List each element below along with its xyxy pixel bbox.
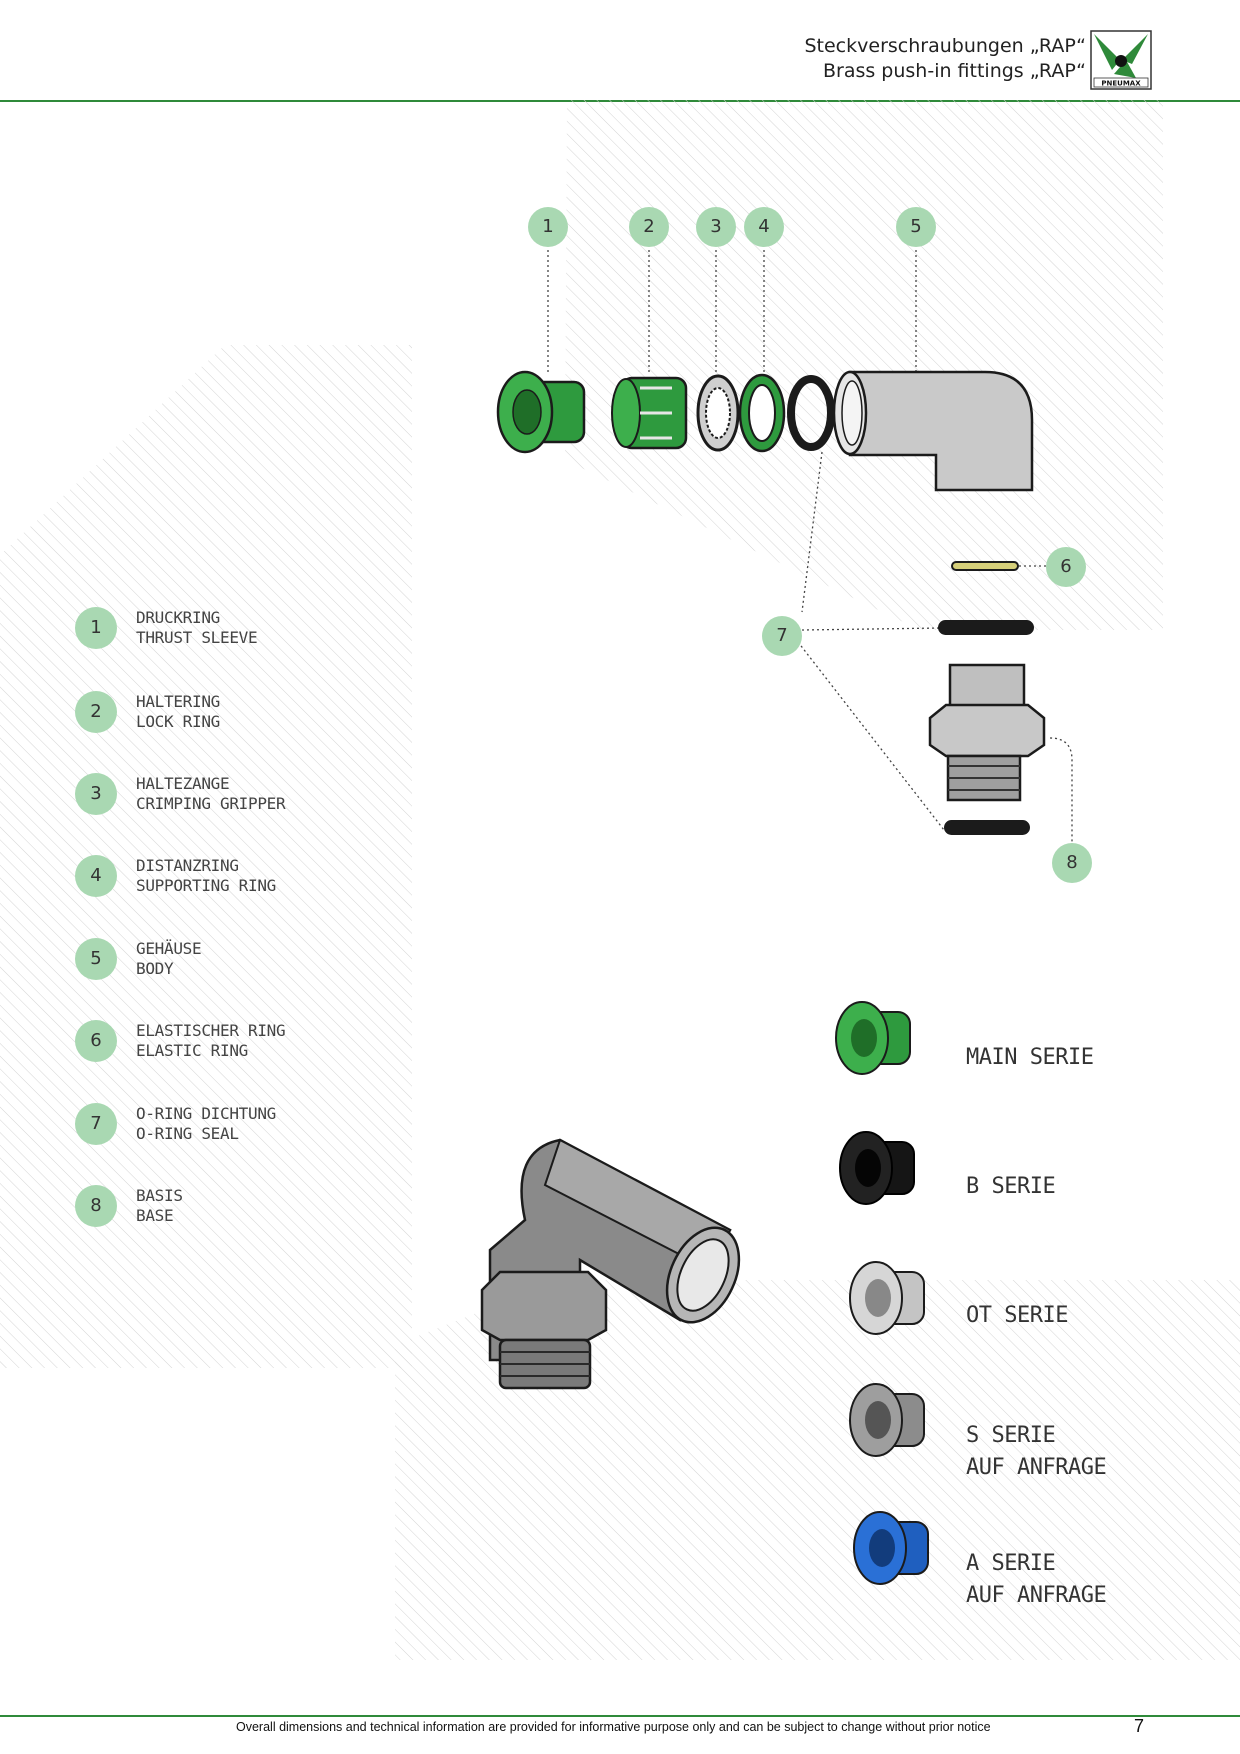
series-label-ot: OT SERIE [966, 1300, 1068, 1332]
footer-disclaimer: Overall dimensions and technical informa… [236, 1720, 991, 1734]
pneumax-logo: PNEUMAX [1090, 30, 1152, 90]
legend-label-en: CRIMPING GRIPPER [136, 794, 286, 813]
assembled-fitting-image [480, 1138, 741, 1390]
body-part [832, 370, 1034, 492]
series-availability: AUF ANFRAGE [966, 1455, 1107, 1480]
a-series-sleeve-icon [853, 1511, 929, 1585]
o-ring-lower-part [944, 820, 1030, 835]
series-label-b: B SERIE [966, 1171, 1056, 1203]
series-label-s: S SERIE AUF ANFRAGE [966, 1420, 1107, 1484]
s-series-sleeve-icon [849, 1383, 925, 1457]
legend-label-de: DRUCKRING [136, 608, 220, 627]
series-name: A SERIE [966, 1551, 1056, 1576]
legend-label-en: SUPPORTING RING [136, 876, 276, 895]
legend-number: 6 [75, 1020, 117, 1062]
callout-5: 5 [896, 207, 936, 247]
series-availability: AUF ANFRAGE [966, 1583, 1107, 1608]
o-ring-upper-part [938, 620, 1034, 635]
callout-1: 1 [528, 207, 568, 247]
callout-7: 7 [762, 616, 802, 656]
series-name: B SERIE [966, 1174, 1056, 1199]
elastic-ring-part [951, 561, 1019, 571]
legend-label-de: HALTERING [136, 692, 220, 711]
legend-number: 7 [75, 1103, 117, 1145]
lock-ring-part [611, 376, 688, 450]
legend-label-en: BODY [136, 959, 174, 978]
legend-label-de: GEHÄUSE [136, 939, 202, 958]
legend-label-de: DISTANZRING [136, 856, 239, 875]
footer-rule [0, 1715, 1240, 1717]
legend-label-en: ELASTIC RING [136, 1041, 248, 1060]
main-series-sleeve-icon [835, 1001, 911, 1075]
callout-2: 2 [629, 207, 669, 247]
logo-text: PNEUMAX [1101, 80, 1141, 88]
callout-3: 3 [696, 207, 736, 247]
legend-number: 8 [75, 1185, 117, 1227]
callout-4: 4 [744, 207, 784, 247]
series-name: OT SERIE [966, 1303, 1068, 1328]
series-label-a: A SERIE AUF ANFRAGE [966, 1548, 1107, 1612]
header-title-de: Steckverschraubungen „RAP“ [804, 35, 1086, 57]
legend-label-de: ELASTISCHER RING [136, 1021, 286, 1040]
callout-8: 8 [1052, 843, 1092, 883]
series-label-main: MAIN SERIE [966, 1042, 1094, 1074]
header-title: Steckverschraubungen „RAP“ Brass push-in… [804, 34, 1086, 84]
legend-label-en: LOCK RING [136, 712, 220, 731]
legend-label-en: BASE [136, 1206, 174, 1225]
legend-number: 4 [75, 855, 117, 897]
base-part [928, 663, 1046, 802]
supporting-ring-part [738, 373, 786, 453]
b-series-sleeve-icon [839, 1131, 915, 1205]
legend-number: 3 [75, 773, 117, 815]
o-ring-part [787, 375, 835, 451]
legend-number: 5 [75, 938, 117, 980]
legend-label-de: O-RING DICHTUNG [136, 1104, 276, 1123]
crimping-gripper-part [696, 374, 740, 452]
legend-label-de: HALTEZANGE [136, 774, 230, 793]
ot-series-sleeve-icon [849, 1261, 925, 1335]
page-number: 7 [1134, 1716, 1145, 1736]
legend-label-en: O-RING SEAL [136, 1124, 239, 1143]
legend-number: 1 [75, 607, 117, 649]
header-title-en: Brass push-in fittings „RAP“ [822, 60, 1086, 82]
legend-label-en: THRUST SLEEVE [136, 628, 258, 647]
series-name: MAIN SERIE [966, 1045, 1094, 1070]
series-name: S SERIE [966, 1423, 1056, 1448]
legend-label-de: BASIS [136, 1186, 183, 1205]
legend-number: 2 [75, 691, 117, 733]
callout-6: 6 [1046, 547, 1086, 587]
thrust-sleeve-part [496, 370, 586, 454]
